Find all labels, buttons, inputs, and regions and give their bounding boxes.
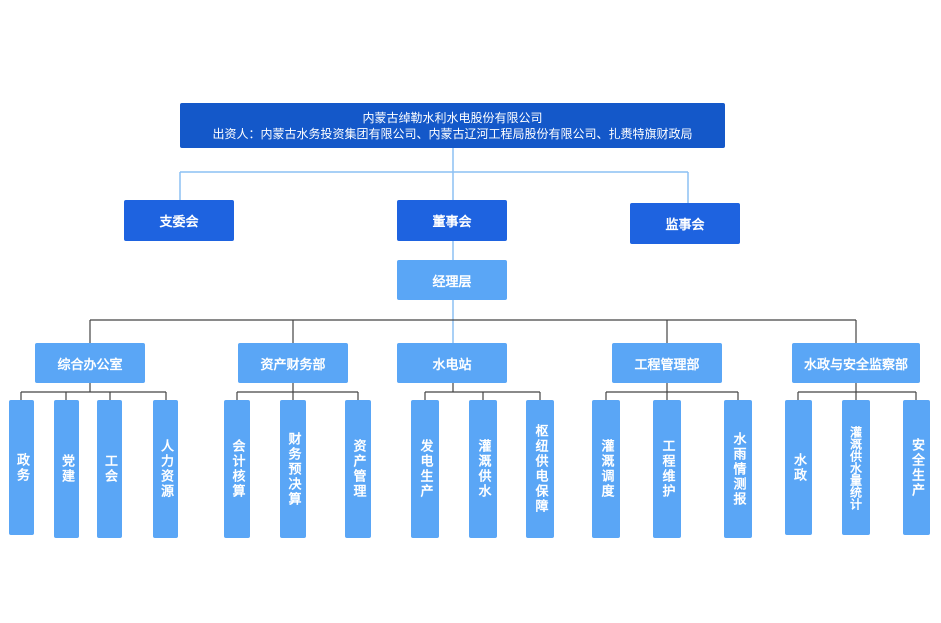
unit-label: 人力资源	[158, 439, 173, 499]
company-investors: 出资人：内蒙古水务投资集团有限公司、内蒙古辽河工程局股份有限公司、扎赉特旗财政局	[212, 126, 693, 141]
department-label: 资产财务部	[260, 357, 326, 373]
unit-label: 资产管理	[350, 439, 366, 499]
unit-label: 灌溉供水量统计	[848, 425, 863, 510]
department-label: 水电站	[432, 357, 472, 373]
department-label: 工程管理部	[634, 357, 700, 373]
department-box: 工程管理部	[612, 343, 722, 383]
department-label: 水政与安全监察部	[803, 357, 908, 373]
party-committee-box: 支委会	[124, 200, 234, 241]
unit-label: 灌溉供水	[475, 439, 491, 499]
unit-box: 灌溉调度	[592, 400, 620, 538]
unit-box: 工程维护	[653, 400, 681, 538]
unit-label: 水政	[791, 452, 806, 483]
unit-label: 灌溉调度	[598, 439, 614, 499]
unit-box: 水政	[785, 400, 812, 535]
unit-box: 政务	[9, 400, 34, 535]
supervisory-board-label: 监事会	[665, 218, 705, 233]
unit-box: 水雨情测报	[724, 400, 752, 538]
unit-label: 枢纽供电保障	[532, 424, 548, 514]
unit-box: 发电生产	[411, 400, 439, 538]
unit-label: 会计核算	[229, 439, 245, 499]
unit-box: 安全生产	[903, 400, 930, 535]
company-name: 内蒙古绰勒水利水电股份有限公司	[362, 110, 543, 125]
unit-label: 水雨情测报	[730, 431, 746, 507]
unit-box: 人力资源	[153, 400, 178, 538]
party-committee-label: 支委会	[159, 215, 199, 230]
unit-label: 财务预决算	[285, 431, 301, 507]
department-box: 综合办公室	[35, 343, 145, 383]
unit-box: 资产管理	[345, 400, 371, 538]
management-label: 经理层	[432, 274, 472, 290]
unit-label: 党建	[59, 454, 74, 484]
unit-box: 党建	[54, 400, 79, 538]
unit-label: 工程维护	[659, 439, 675, 499]
unit-label: 工会	[102, 454, 117, 484]
department-box: 资产财务部	[238, 343, 348, 383]
unit-box: 会计核算	[224, 400, 250, 538]
unit-label: 安全生产	[909, 437, 924, 498]
unit-label: 政务	[14, 452, 29, 483]
board-label: 董事会	[432, 215, 472, 230]
unit-box: 灌溉供水	[469, 400, 497, 538]
unit-box: 灌溉供水量统计	[842, 400, 870, 535]
unit-box: 财务预决算	[280, 400, 306, 538]
department-box: 水电站	[397, 343, 507, 383]
supervisory-board-box: 监事会	[630, 203, 740, 244]
unit-box: 工会	[97, 400, 122, 538]
company-box: 内蒙古绰勒水利水电股份有限公司 出资人：内蒙古水务投资集团有限公司、内蒙古辽河工…	[180, 103, 725, 148]
department-label: 综合办公室	[57, 357, 123, 373]
unit-box: 枢纽供电保障	[526, 400, 554, 538]
board-box: 董事会	[397, 200, 507, 241]
unit-label: 发电生产	[417, 439, 433, 499]
department-box: 水政与安全监察部	[792, 343, 920, 383]
management-box: 经理层	[397, 260, 507, 300]
